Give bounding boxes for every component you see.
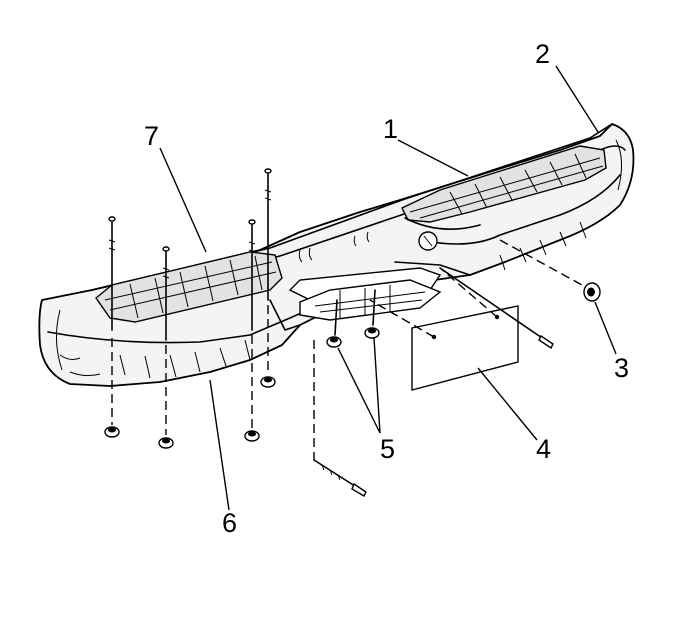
right-step-pad bbox=[401, 145, 607, 230]
leader-4 bbox=[477, 367, 538, 441]
leader-5b bbox=[373, 337, 381, 434]
callout-7: 7 bbox=[144, 121, 159, 151]
lower-bolt bbox=[313, 340, 367, 497]
callout-4: 4 bbox=[536, 434, 551, 464]
bumper-nuts bbox=[104, 305, 276, 449]
recess-fasteners bbox=[326, 289, 380, 348]
bumper-bolts bbox=[108, 168, 272, 341]
leader-3 bbox=[594, 301, 617, 355]
leader-2 bbox=[555, 65, 599, 133]
leader-5a bbox=[337, 347, 381, 434]
side-bolt bbox=[439, 239, 601, 350]
leader-6 bbox=[209, 379, 230, 511]
callout-leaders bbox=[159, 65, 617, 511]
left-step-pad bbox=[95, 251, 283, 323]
callout-3: 3 bbox=[614, 353, 629, 383]
callout-5: 5 bbox=[380, 434, 395, 464]
leader-1 bbox=[397, 139, 469, 177]
callout-6: 6 bbox=[222, 508, 237, 538]
license-plate-bracket bbox=[369, 267, 519, 391]
callout-1: 1 bbox=[383, 114, 398, 144]
callout-labels: 2 1 7 3 4 5 6 bbox=[144, 39, 629, 538]
leader-7 bbox=[159, 147, 207, 253]
callout-2: 2 bbox=[535, 39, 550, 69]
